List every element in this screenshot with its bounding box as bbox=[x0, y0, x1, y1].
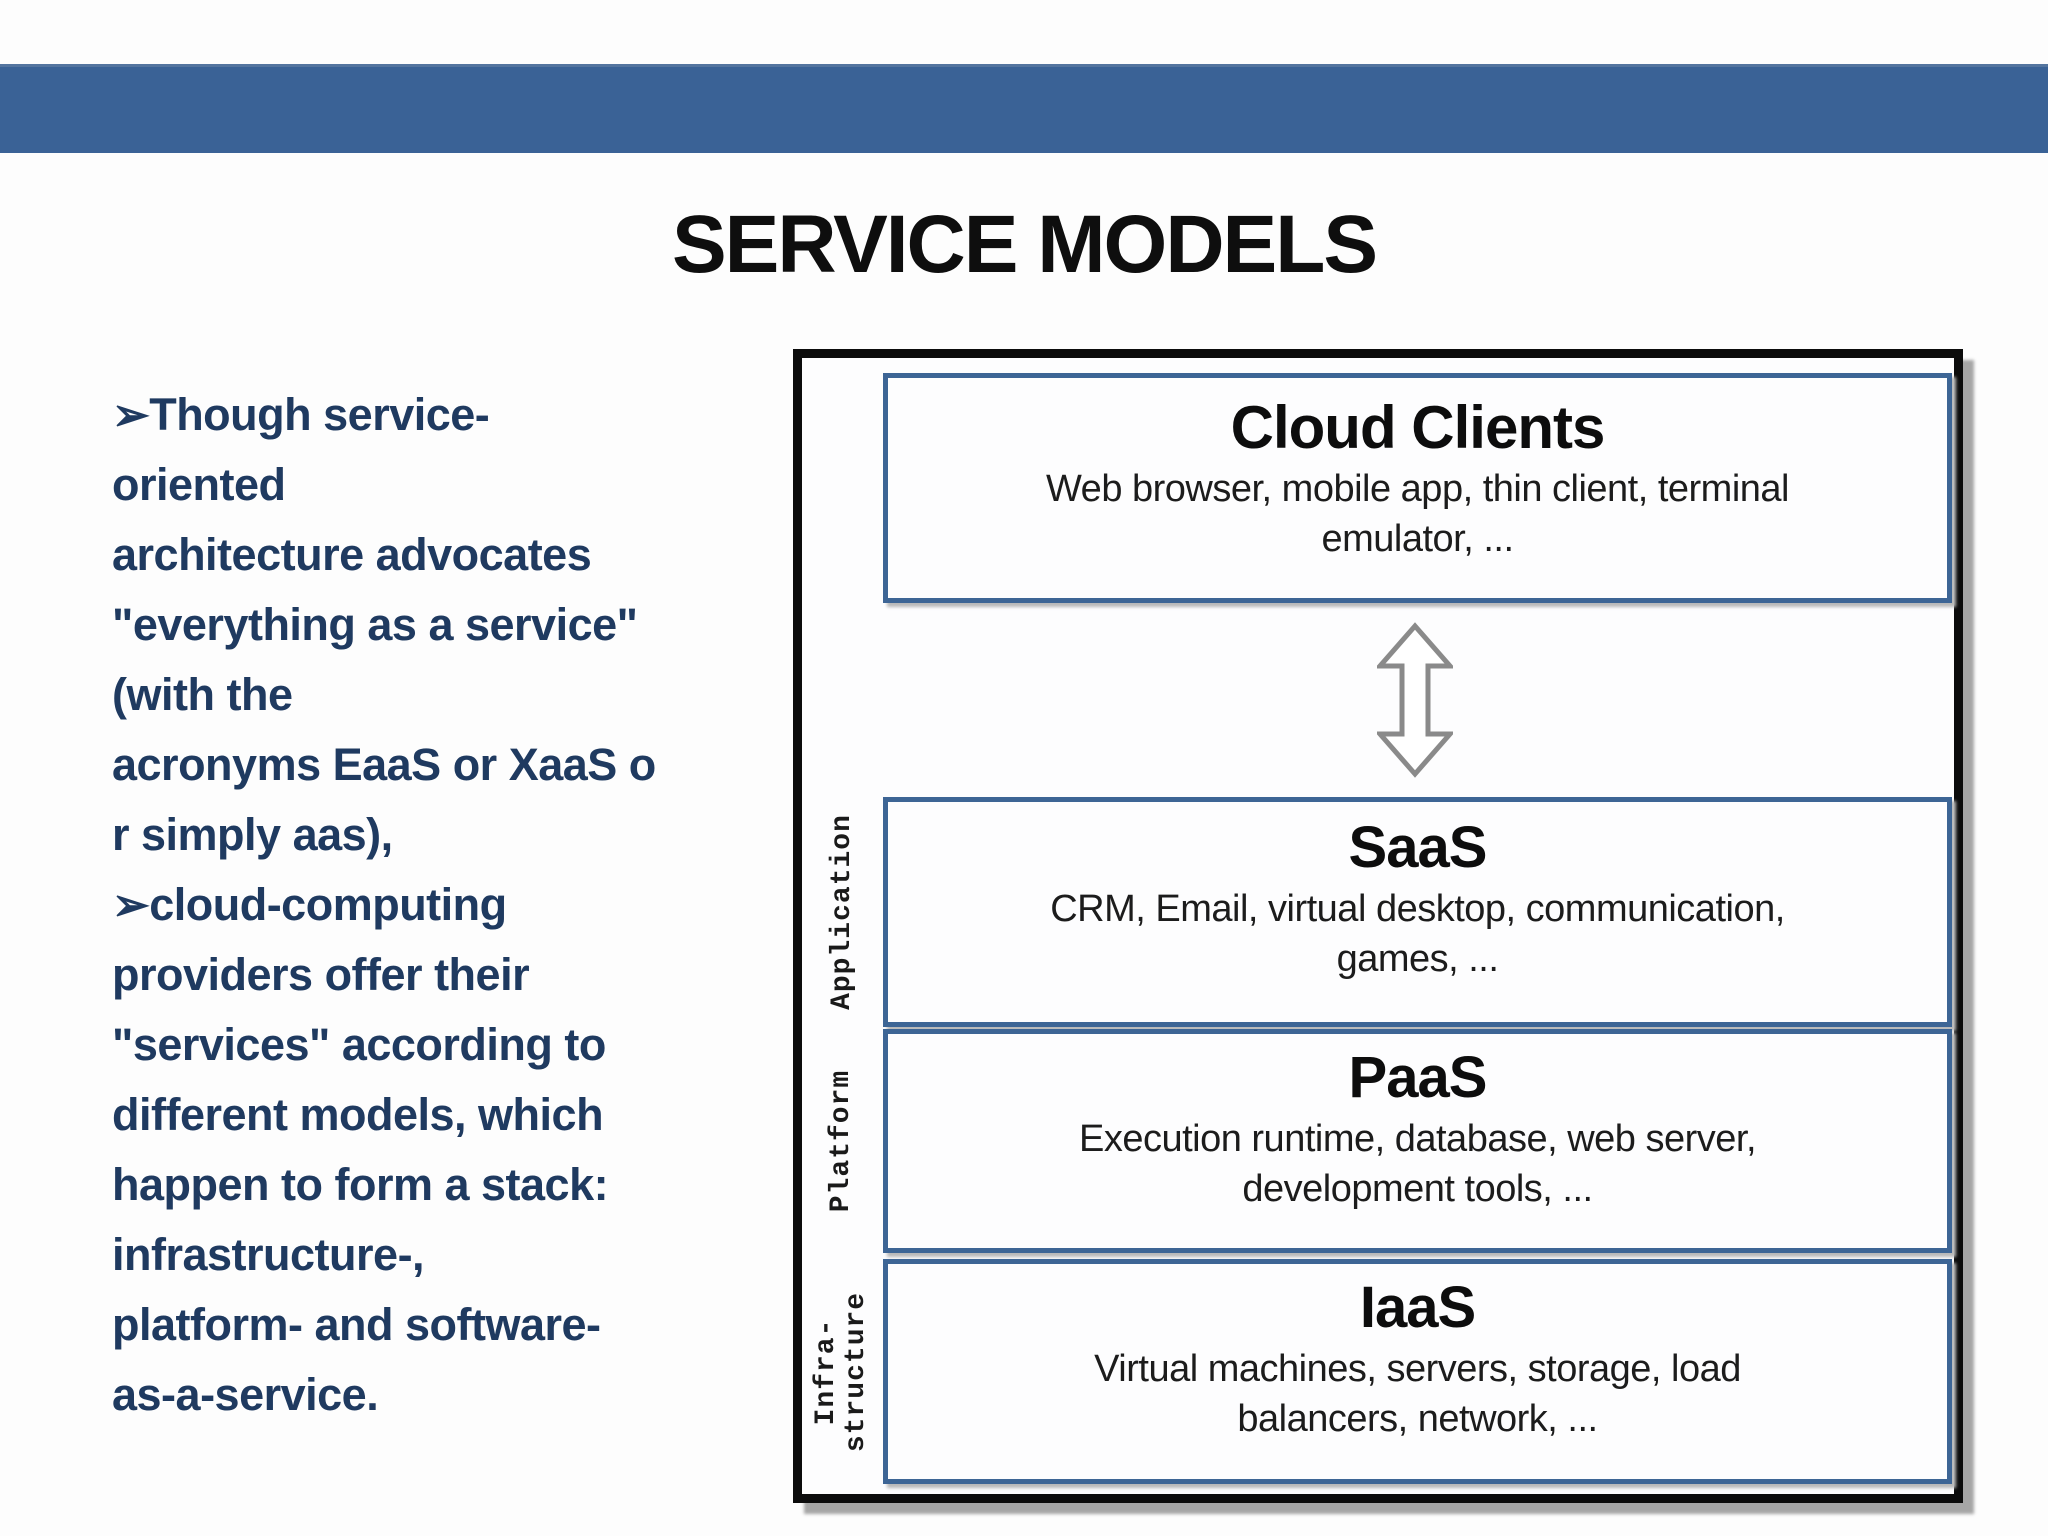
cloud-clients-title: Cloud Clients bbox=[1230, 394, 1606, 461]
page-title: SERVICE MODELS bbox=[671, 199, 1378, 290]
iaas-box: IaaS Virtual machines, servers, storage,… bbox=[883, 1259, 1952, 1484]
iaas-subtitle: Virtual machines, servers, storage, load… bbox=[1094, 1348, 1741, 1440]
cloud-clients-box: Cloud Clients Web browser, mobile app, t… bbox=[883, 373, 1952, 603]
cloud-clients-subtitle: Web browser, mobile app, thin client, te… bbox=[1046, 468, 1790, 560]
application-side-label: Application bbox=[826, 814, 858, 1010]
header-bar bbox=[0, 64, 2048, 153]
service-stack-diagram: Cloud Clients Web browser, mobile app, t… bbox=[793, 349, 1963, 1503]
infrastructure-side-label: Infra- structure bbox=[811, 1291, 873, 1452]
bullet-text: ➢Though service- oriented architecture a… bbox=[112, 389, 656, 1420]
saas-box: SaaS CRM, Email, virtual desktop, commun… bbox=[883, 797, 1952, 1027]
paas-title: PaaS bbox=[1348, 1045, 1488, 1110]
saas-title: SaaS bbox=[1348, 815, 1488, 880]
up-down-arrow-icon bbox=[1377, 622, 1453, 778]
paas-subtitle: Execution runtime, database, web server,… bbox=[1078, 1118, 1757, 1210]
iaas-title: IaaS bbox=[1359, 1275, 1476, 1340]
platform-side-label: Platform bbox=[826, 1069, 858, 1213]
saas-subtitle: CRM, Email, virtual desktop, communicati… bbox=[1050, 888, 1785, 980]
paas-box: PaaS Execution runtime, database, web se… bbox=[883, 1029, 1952, 1253]
